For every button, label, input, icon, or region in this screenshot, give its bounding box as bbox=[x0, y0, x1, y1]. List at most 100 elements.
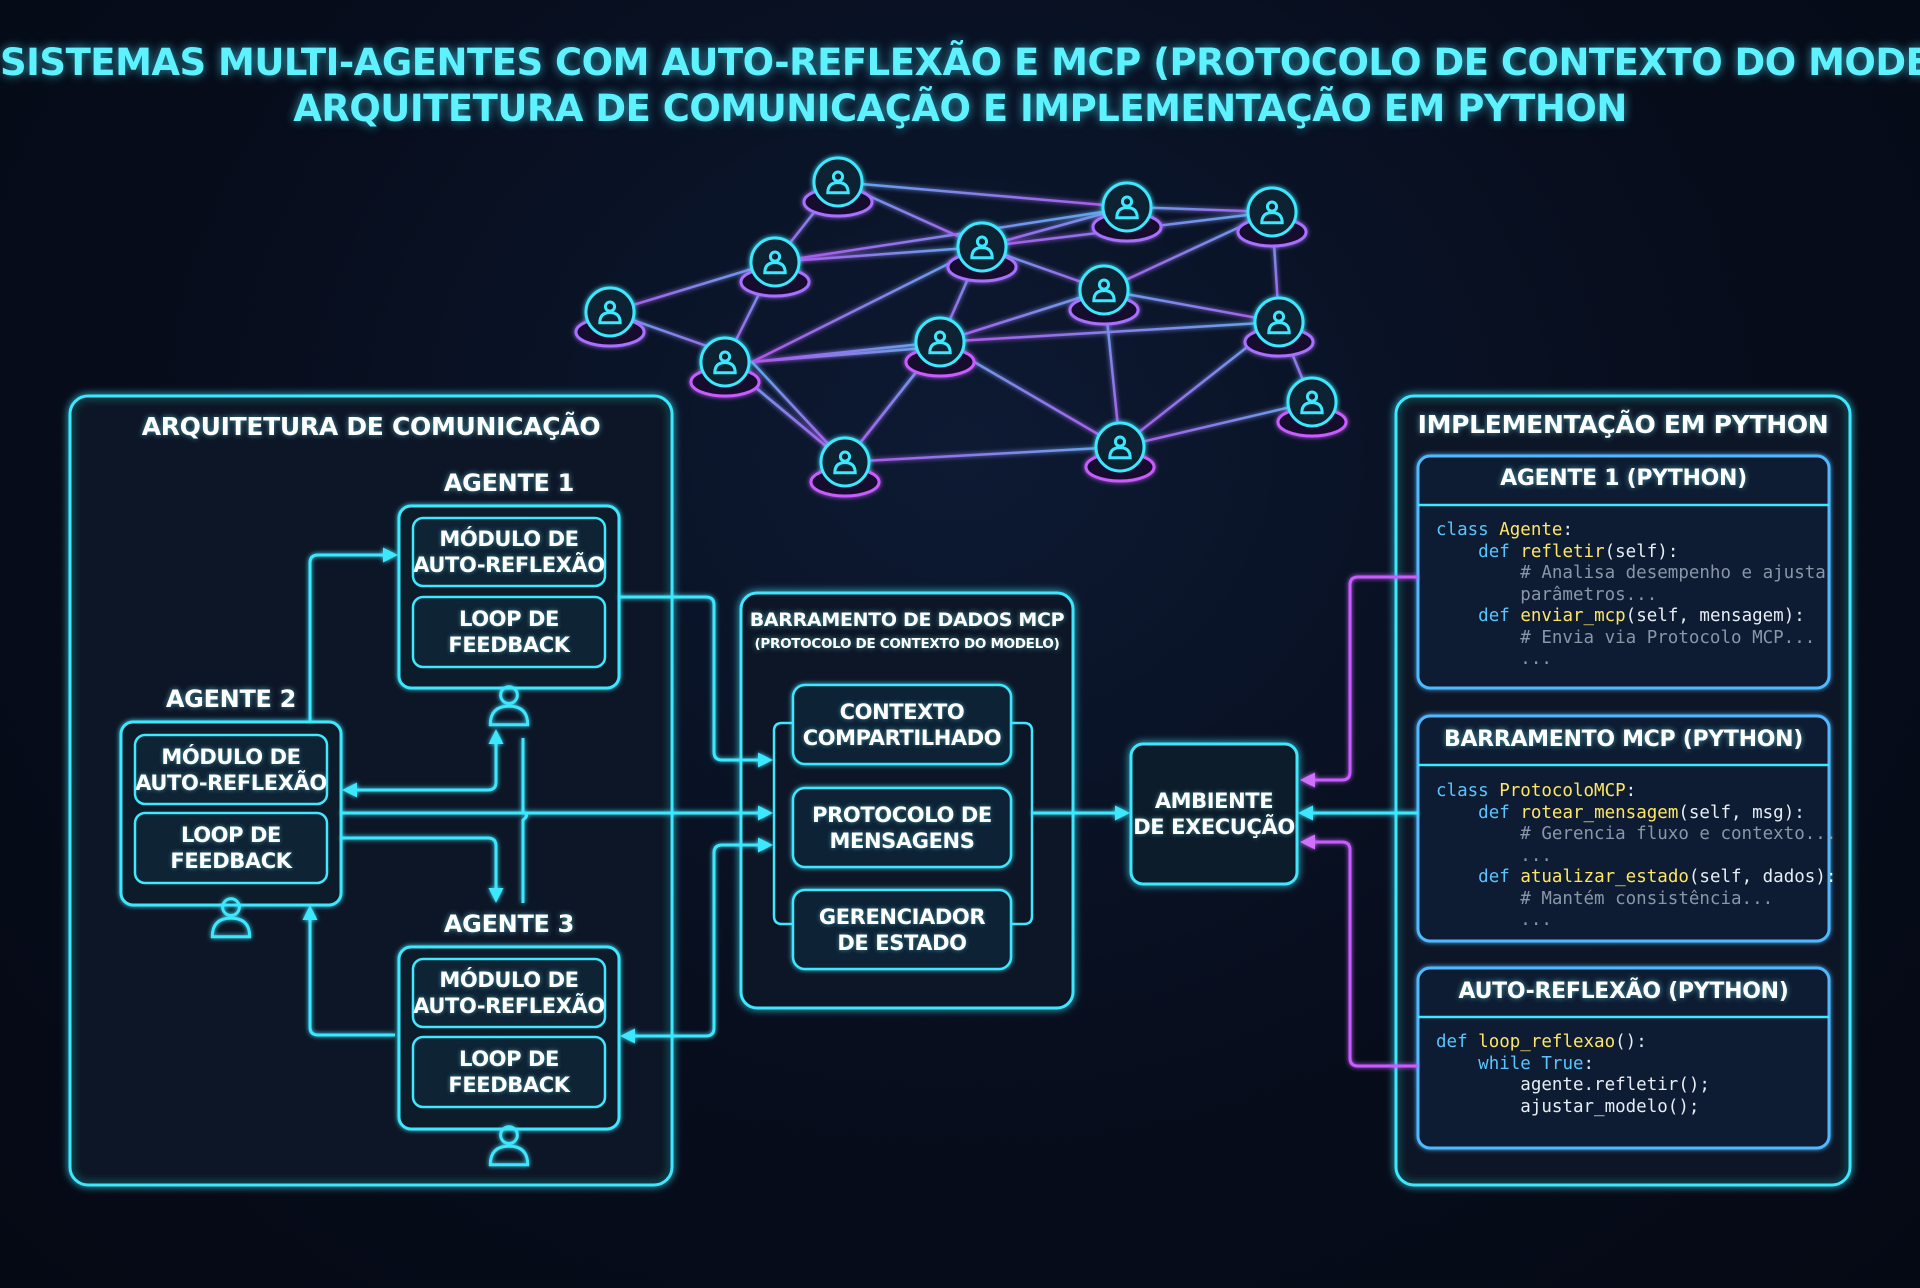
agente1-person-icon bbox=[488, 685, 530, 727]
person-icon bbox=[928, 330, 952, 355]
reflexao-code-card bbox=[1416, 966, 1831, 1150]
code-token: enviar_mcp bbox=[1520, 606, 1626, 626]
person-icon bbox=[1092, 278, 1116, 303]
agente3-loop-box bbox=[411, 1035, 607, 1109]
person-icon bbox=[1300, 390, 1324, 415]
contexto-box bbox=[791, 683, 1013, 766]
code-token: (self): bbox=[1604, 541, 1679, 562]
agente2-title: AGENTE 2 bbox=[165, 685, 297, 713]
ambiente-box bbox=[1129, 742, 1299, 886]
ambiente-label: AMBIENTE DE EXECUÇÃO bbox=[1133, 789, 1295, 839]
agente3-person-icon bbox=[488, 1125, 530, 1167]
agente1-modulo-label: MÓDULO DE AUTO-REFLEXÃO bbox=[413, 527, 605, 577]
code-token bbox=[1436, 606, 1478, 626]
person-icon bbox=[1108, 435, 1132, 460]
code-token: def bbox=[1478, 802, 1521, 823]
code-token: : bbox=[1562, 520, 1573, 540]
person-icon bbox=[763, 250, 787, 275]
person-icon bbox=[713, 350, 737, 375]
agente3-loop-label: LOOP DE FEEDBACK bbox=[448, 1047, 570, 1097]
person-node-icon bbox=[739, 236, 811, 298]
code-token: : bbox=[1583, 1053, 1595, 1074]
agente2-person-icon bbox=[210, 897, 252, 939]
agente3-modulo-box bbox=[411, 957, 607, 1029]
title-line-1: SISTEMAS MULTI-AGENTES COM AUTO-REFLEXÃO… bbox=[0, 41, 1920, 84]
barramento-title: BARRAMENTO DE DADOS MCP bbox=[749, 609, 1065, 631]
agente1-modulo-box bbox=[411, 516, 607, 588]
person-node-icon bbox=[809, 436, 881, 498]
agente2-modulo-label: MÓDULO DE AUTO-REFLEXÃO bbox=[135, 744, 327, 795]
reflexao-code-title: AUTO-REFLEXÃO (PYTHON) bbox=[1458, 979, 1789, 1004]
agente3-modulo-label: MÓDULO DE AUTO-REFLEXÃO bbox=[413, 968, 605, 1018]
agente-code-block: class Agente: def refletir(self): # Anal… bbox=[1436, 520, 1826, 671]
code-token: ajustar_modelo(); bbox=[1436, 1096, 1700, 1117]
person-icon bbox=[970, 235, 994, 260]
code-token: ... bbox=[1436, 649, 1552, 669]
code-token: atualizar_estado bbox=[1520, 867, 1689, 887]
contexto-label: CONTEXTO COMPARTILHADO bbox=[802, 699, 1002, 750]
person-node-icon bbox=[904, 316, 976, 378]
reflexao-code-block: def loop_reflexao(): while True: agente.… bbox=[1436, 1032, 1710, 1118]
agent-network bbox=[609, 180, 1314, 464]
code-token: class bbox=[1436, 781, 1500, 801]
person-node-icon bbox=[1236, 186, 1308, 248]
person-node-icon bbox=[1084, 421, 1156, 483]
agente2-modulo-box bbox=[133, 733, 329, 806]
code-token: rotear_mensagem bbox=[1520, 802, 1679, 823]
python-connectors bbox=[1300, 575, 1418, 1068]
code-token bbox=[1436, 867, 1478, 887]
mcp-code-title: BARRAMENTO MCP (PYTHON) bbox=[1443, 727, 1804, 752]
mcp-code-block: class ProtocoloMCP: def rotear_mensagem(… bbox=[1436, 781, 1836, 932]
code-token: def bbox=[1478, 867, 1521, 887]
code-token bbox=[1436, 803, 1478, 823]
person-icon bbox=[1260, 200, 1284, 225]
protocolo-box bbox=[791, 786, 1013, 869]
network-nodes bbox=[574, 156, 1348, 498]
page-title: SISTEMAS MULTI-AGENTES COM AUTO-REFLEXÃO… bbox=[0, 40, 1920, 132]
arquitetura-title: ARQUITETURA DE COMUNICAÇÃO bbox=[141, 412, 601, 441]
code-token: parâmetros... bbox=[1436, 584, 1658, 605]
protocolo-label: PROTOCOLO DE MENSAGENS bbox=[812, 802, 992, 853]
agente2-loop-box bbox=[133, 811, 329, 885]
code-token: : bbox=[1625, 781, 1637, 801]
code-token: # Envia via Protocolo MCP... bbox=[1436, 627, 1816, 648]
code-token: loop_reflexao bbox=[1478, 1032, 1616, 1052]
person-node-icon bbox=[802, 156, 874, 218]
code-token: (self, dados): bbox=[1688, 867, 1837, 887]
agente-code-card bbox=[1416, 454, 1831, 690]
code-token: refletir bbox=[1520, 541, 1605, 562]
person-node-icon bbox=[946, 221, 1018, 283]
person-icon bbox=[1115, 195, 1139, 220]
code-token: while True bbox=[1478, 1053, 1584, 1074]
code-token: agente.refletir(); bbox=[1436, 1075, 1710, 1095]
agente1-loop-box bbox=[411, 595, 607, 669]
person-icon bbox=[826, 170, 850, 195]
agente2-loop-label: LOOP DE FEEDBACK bbox=[170, 823, 292, 873]
person-node-icon bbox=[1068, 264, 1140, 326]
agente3-title: AGENTE 3 bbox=[443, 910, 575, 938]
agente1-title: AGENTE 1 bbox=[443, 469, 575, 497]
code-token: class bbox=[1436, 520, 1500, 540]
code-token: (self, msg): bbox=[1678, 802, 1805, 823]
person-node-icon bbox=[689, 336, 761, 398]
code-token: # Analisa desempenho e ajusta bbox=[1436, 563, 1826, 583]
person-node-icon bbox=[1276, 376, 1348, 438]
code-token: ... bbox=[1436, 845, 1552, 866]
code-token: Agente bbox=[1499, 520, 1563, 540]
title-line-2: ARQUITETURA DE COMUNICAÇÃO E IMPLEMENTAÇ… bbox=[293, 87, 1627, 130]
code-token bbox=[1436, 1054, 1478, 1074]
gerenciador-box bbox=[791, 888, 1013, 971]
agente1-loop-label: LOOP DE FEEDBACK bbox=[448, 607, 570, 657]
person-icon bbox=[1267, 310, 1291, 335]
person-icon bbox=[598, 300, 622, 325]
implementacao-title: IMPLEMENTAÇÃO EM PYTHON bbox=[1417, 410, 1829, 439]
code-token: # Gerencia fluxo e contexto... bbox=[1436, 824, 1837, 844]
person-icon bbox=[833, 450, 857, 475]
barramento-subtitle: (PROTOCOLO DE CONTEXTO DO MODELO) bbox=[754, 636, 1060, 652]
person-node-icon bbox=[574, 286, 646, 348]
code-token: (): bbox=[1615, 1032, 1647, 1052]
code-token: ProtocoloMCP bbox=[1499, 781, 1626, 801]
code-token: # Mantém consistência... bbox=[1436, 888, 1774, 909]
person-node-icon bbox=[1091, 181, 1163, 243]
